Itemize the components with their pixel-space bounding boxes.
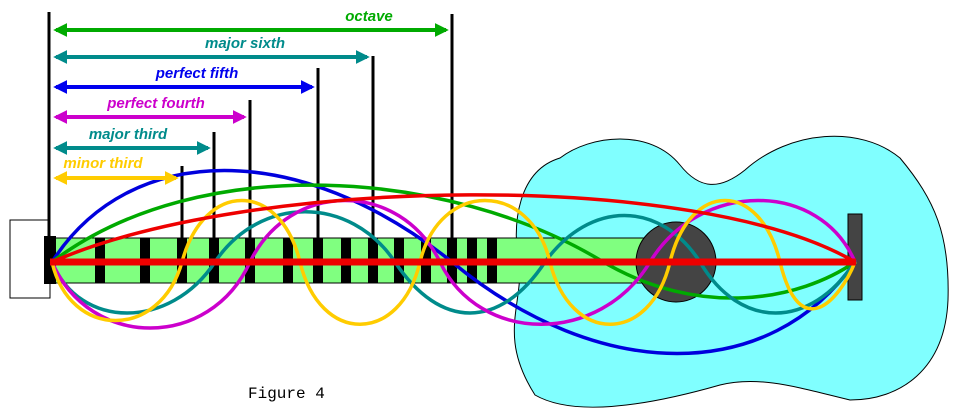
- label-octave: octave: [345, 8, 393, 25]
- wave-yellow: [50, 198, 857, 326]
- interval-arrows: [53, 23, 449, 185]
- figure-caption: Figure 4: [248, 385, 325, 403]
- wave-teal: [50, 210, 857, 315]
- standing-waves: [50, 168, 857, 356]
- wave-green: [50, 183, 856, 300]
- guitar-body: [513, 135, 949, 408]
- bridge: [847, 213, 863, 301]
- label-major-sixth: major sixth: [205, 35, 285, 52]
- headstock: [9, 219, 51, 299]
- label-minor-third: minor third: [63, 155, 143, 172]
- interval-labels: octave major sixth perfect fifth perfect…: [63, 8, 392, 172]
- label-perfect-fourth: perfect fourth: [106, 95, 205, 112]
- label-major-third: major third: [89, 126, 168, 143]
- label-perfect-fifth: perfect fifth: [155, 65, 239, 82]
- wave-red: [51, 193, 856, 264]
